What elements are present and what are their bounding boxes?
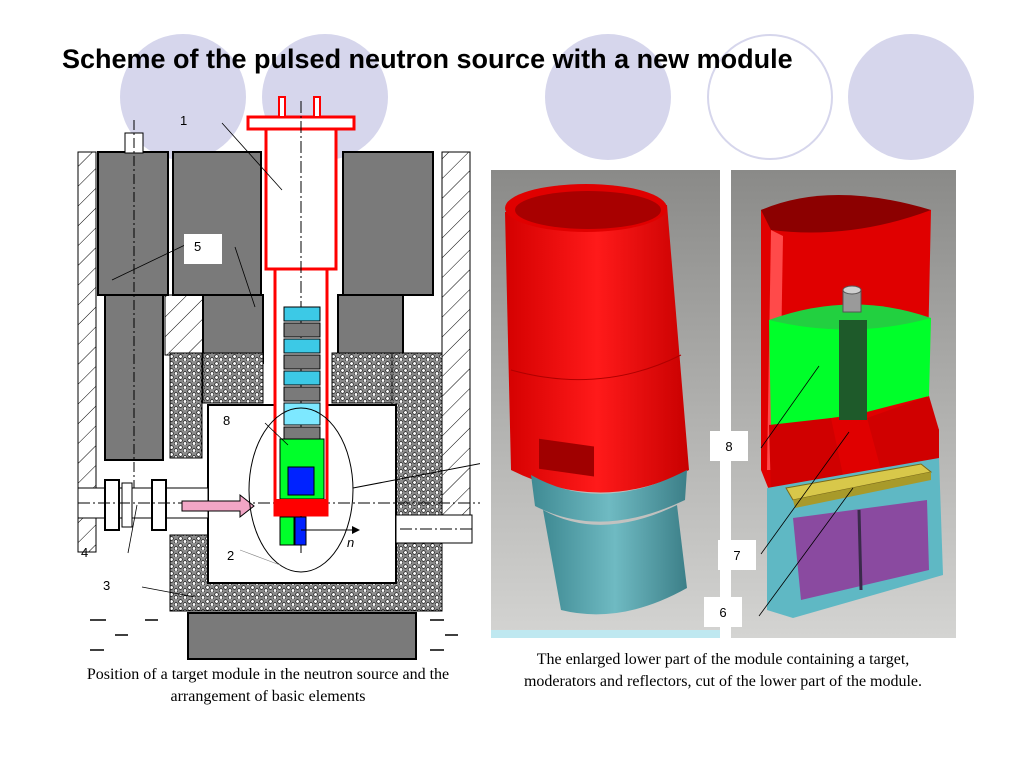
concrete-upper-left <box>202 352 264 404</box>
flange-left <box>104 479 120 531</box>
left-figure-caption: Position of a target module in the neutr… <box>86 666 450 705</box>
axis-label-n: n <box>347 535 354 550</box>
callout-2: 2 <box>227 548 234 563</box>
neutron-source-scheme: 1 5 8 4 2 3 n <box>77 96 480 660</box>
highlight-ellipse <box>248 407 354 573</box>
rod-block-left <box>97 151 169 296</box>
base-block <box>187 612 417 660</box>
pink-arrow <box>181 493 255 519</box>
concrete-right <box>391 352 443 534</box>
decor-ring-4 <box>707 34 833 160</box>
reflector-red <box>275 499 327 515</box>
callout-4: 4 <box>81 545 88 560</box>
callout-8-right: 8 <box>710 431 748 461</box>
stack-element <box>283 306 321 322</box>
flange-right <box>151 479 167 531</box>
wall-left-inner <box>164 294 204 356</box>
target-blue-low <box>294 516 307 546</box>
module-exterior-render <box>491 170 720 638</box>
callout-5: 5 <box>194 239 201 254</box>
wall-right <box>441 151 471 538</box>
shield-mid-right <box>337 294 404 364</box>
callout-8-left: 8 <box>223 413 230 428</box>
decor-circle-3 <box>545 34 671 160</box>
shield-upper-left <box>172 151 262 296</box>
callout-3: 3 <box>103 578 110 593</box>
shield-upper-right <box>342 151 434 296</box>
target-blue <box>287 466 315 496</box>
callout-1: 1 <box>180 113 187 128</box>
callout-6: 6 <box>704 597 742 627</box>
concrete-upper-right <box>331 352 403 404</box>
callout-7: 7 <box>718 540 756 570</box>
concrete-left <box>169 352 203 459</box>
slide-title: Scheme of the pulsed neutron source with… <box>62 44 793 74</box>
decor-circle-5 <box>848 34 974 160</box>
flange-mid <box>121 482 133 528</box>
module-cutaway-render <box>731 170 956 638</box>
right-figure-caption: The enlarged lower part of the module co… <box>523 651 923 690</box>
wall-left <box>77 151 97 553</box>
moderator-green-low <box>279 516 295 546</box>
